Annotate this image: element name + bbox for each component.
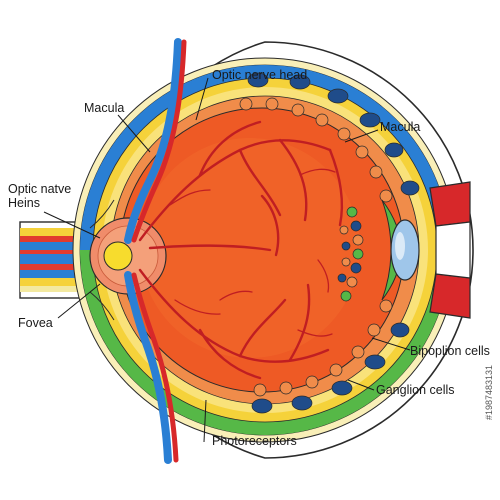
leader-lines (43, 77, 411, 443)
central-vessels (124, 38, 187, 464)
watermark-id: #1987483131 (484, 365, 494, 420)
label-ganglion-cells: Ganglion cells (376, 383, 455, 397)
label-macula-right: Macula (380, 120, 420, 134)
retinal-vessels-thin (169, 168, 336, 337)
label-bipolar-cells: Bipoplion cells (410, 344, 490, 358)
label-photoreceptors: Photoreceptors (212, 434, 297, 448)
retinal-cells (239, 72, 420, 414)
nerve-junction (89, 199, 115, 321)
label-optic-nerve-head: Optic nerve head (212, 68, 307, 82)
label-optic-nerve-veins-line1: Optic natve (8, 182, 71, 196)
retinal-vessels (138, 120, 344, 380)
label-optic-nerve-veins-line2: Heins (8, 196, 40, 210)
label-fovea: Fovea (18, 316, 53, 330)
extraocular-muscles (429, 181, 471, 319)
cornea-lens (381, 199, 420, 301)
optic-disc (89, 217, 167, 295)
label-macula-left: Macula (84, 101, 124, 115)
